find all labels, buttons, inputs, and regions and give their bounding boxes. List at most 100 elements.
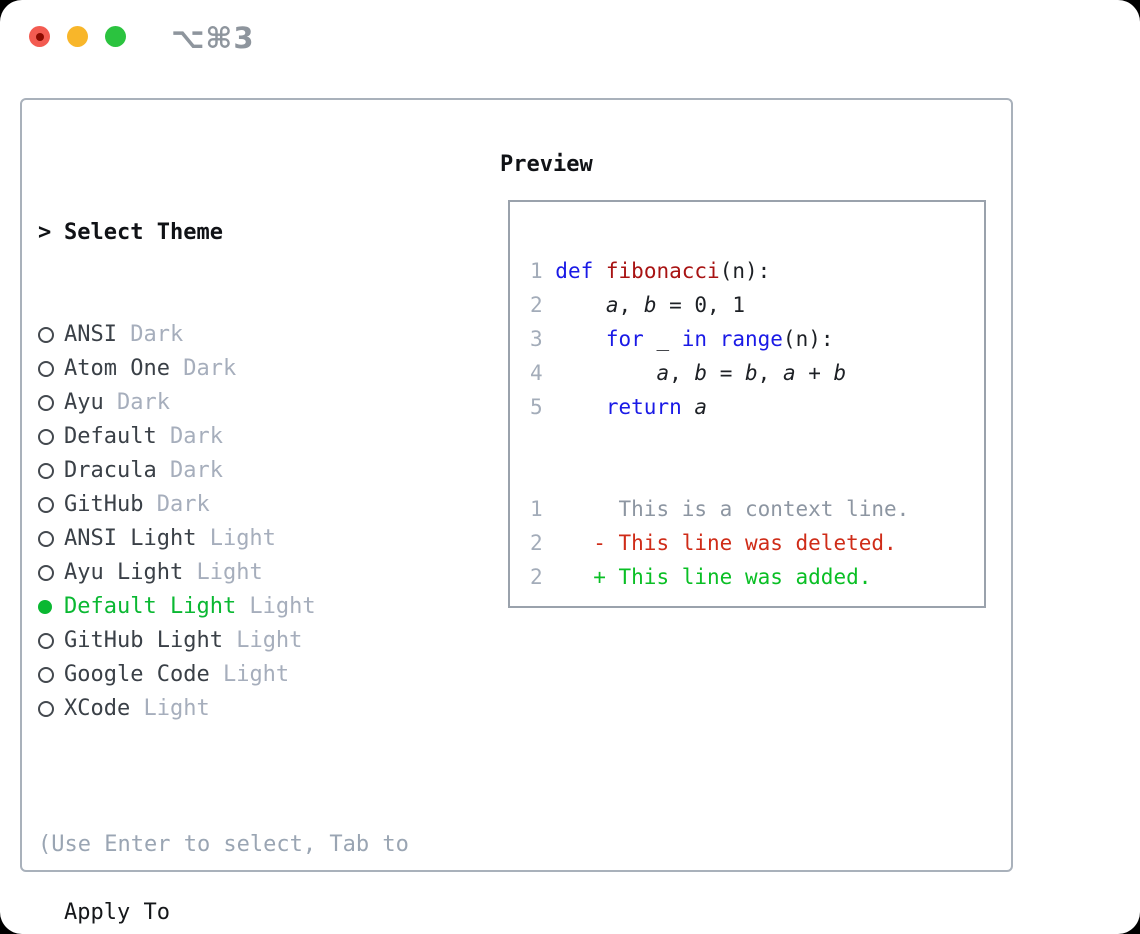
theme-option-atom-one[interactable]: Atom One Dark: [38, 352, 316, 386]
option-variant-label: Light: [196, 526, 276, 551]
code-line: 4 a, b = b, a + b: [530, 356, 984, 390]
option-variant-label: Light: [183, 560, 263, 585]
token-p: (n):: [782, 327, 834, 351]
option-variant-label: Dark: [116, 322, 184, 347]
code-line: 2 a, b = 0, 1: [530, 288, 984, 322]
option-label: Atom One: [64, 356, 170, 381]
usage-hint: (Use Enter to select, Tab to change focu…: [38, 760, 409, 934]
line-number: 5: [530, 395, 556, 419]
token-g: This is a context line.: [555, 497, 910, 521]
token-k: def: [555, 259, 594, 283]
option-label: ANSI Light: [64, 526, 197, 551]
radio-unselected-icon: [38, 497, 64, 513]
option-variant-label: Dark: [143, 492, 210, 517]
line-number: 1: [530, 259, 556, 283]
preview-title: Preview: [500, 152, 593, 177]
blank-line: [530, 458, 984, 492]
option-label: GitHub: [64, 492, 144, 517]
line-number: 4: [530, 361, 556, 385]
theme-option-github-light[interactable]: GitHub Light Light: [38, 624, 316, 658]
theme-option-ayu[interactable]: Ayu Dark: [38, 386, 316, 420]
theme-option-ansi-light[interactable]: ANSI Light Light: [38, 522, 316, 556]
blank-line: [530, 424, 984, 458]
radio-unselected-icon: [38, 327, 64, 343]
theme-option-ansi[interactable]: ANSI Dark: [38, 318, 316, 352]
token-p: (n):: [719, 259, 771, 283]
theme-option-xcode[interactable]: XCode Light: [38, 692, 316, 726]
usage-hint-line1: (Use Enter to select, Tab to: [38, 832, 409, 857]
token-p: _: [643, 327, 682, 351]
token-v: a: [656, 361, 670, 385]
theme-option-ayu-light[interactable]: Ayu Light Light: [38, 556, 316, 590]
token-p: ,: [757, 361, 783, 385]
option-variant-label: Dark: [156, 424, 223, 449]
diff-line-context: 1 This is a context line.: [530, 492, 984, 526]
token-k: for: [605, 327, 644, 351]
close-button-icon[interactable]: [29, 26, 50, 47]
token-p: [555, 361, 656, 385]
line-number: 3: [530, 327, 556, 351]
theme-option-google-code[interactable]: Google Code Light: [38, 658, 316, 692]
token-k: in: [681, 327, 708, 351]
theme-option-default-light[interactable]: Default Light Light: [38, 590, 316, 624]
radio-unselected-icon: [38, 667, 64, 683]
code-line: 5 return a: [530, 390, 984, 424]
theme-option-default[interactable]: Default Dark: [38, 420, 316, 454]
option-variant-label: Light: [222, 628, 303, 653]
apply-to-title: Apply To: [64, 900, 170, 925]
token-k: range: [719, 327, 783, 351]
token-p: = 0, 1: [656, 293, 745, 317]
token-v: b: [643, 293, 657, 317]
token-v: a: [782, 361, 796, 385]
minimize-button-icon[interactable]: [67, 26, 88, 47]
option-label: Default: [64, 424, 157, 449]
token-f: fibonacci: [605, 259, 720, 283]
option-label: ANSI: [64, 322, 117, 347]
line-number: 2: [530, 565, 556, 589]
radio-unselected-icon: [38, 531, 64, 547]
token-k: return: [605, 395, 682, 419]
token-p: ,: [618, 293, 644, 317]
option-label: Dracula: [64, 458, 157, 483]
line-number: 1: [530, 497, 556, 521]
option-label: XCode: [64, 696, 131, 721]
theme-option-dracula[interactable]: Dracula Dark: [38, 454, 316, 488]
token-v: b: [694, 361, 708, 385]
radio-selected-icon: [38, 600, 64, 614]
radio-unselected-icon: [38, 463, 64, 479]
option-label: Default Light: [64, 594, 237, 619]
theme-option-github[interactable]: GitHub Dark: [38, 488, 316, 522]
radio-unselected-icon: [38, 633, 64, 649]
token-p: [593, 259, 606, 283]
token-d: - This line was deleted.: [555, 531, 897, 555]
option-variant-label: Light: [130, 696, 210, 721]
option-variant-label: Light: [236, 594, 316, 619]
line-number: 2: [530, 293, 556, 317]
token-v: a: [694, 395, 708, 419]
token-v: a: [605, 293, 619, 317]
radio-unselected-icon: [38, 565, 64, 581]
radio-unselected-icon: [38, 429, 64, 445]
diff-line-deleted: 2 - This line was deleted.: [530, 526, 984, 560]
token-a: + This line was added.: [555, 565, 872, 589]
selection-prompt-icon: >: [38, 220, 52, 245]
token-v: b: [745, 361, 758, 385]
token-p: [555, 327, 606, 351]
apply-to-header: Apply To: [38, 896, 316, 930]
code-line: 3 for _ in range(n):: [530, 322, 984, 356]
option-label: Ayu Light: [64, 560, 184, 585]
token-v: b: [833, 361, 847, 385]
radio-unselected-icon: [38, 361, 64, 377]
traffic-lights: [29, 26, 126, 47]
line-number: 2: [530, 531, 556, 555]
token-p: +: [795, 361, 834, 385]
code-line: 1 def fibonacci(n):: [530, 254, 984, 288]
diff-line-added: 2 + This line was added.: [530, 560, 984, 594]
option-label: Google Code: [64, 662, 210, 687]
token-p: [555, 293, 606, 317]
zoom-button-icon[interactable]: [105, 26, 126, 47]
option-label: GitHub Light: [64, 628, 223, 653]
